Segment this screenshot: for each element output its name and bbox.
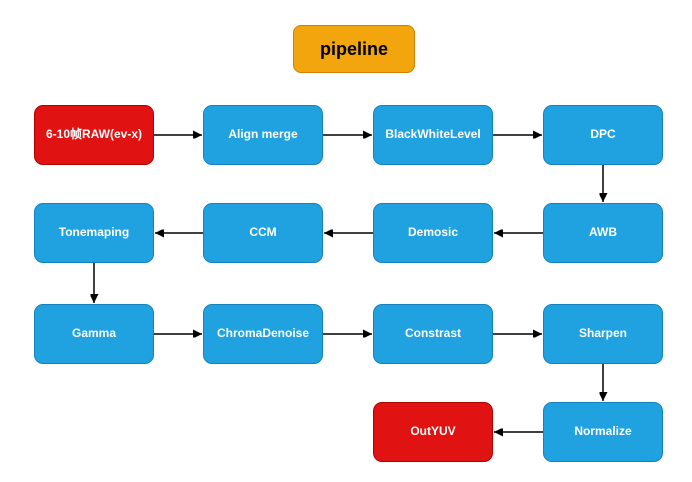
node-ccm-label: CCM <box>249 225 277 240</box>
node-constrast-label: Constrast <box>404 326 461 341</box>
node-awb: AWB <box>543 203 663 263</box>
node-constrast: Constrast <box>373 304 493 364</box>
node-align-merge: Align merge <box>203 105 323 165</box>
node-normalize-label: Normalize <box>574 424 632 439</box>
node-input-raw-label: 6-10帧RAW(ev-x) <box>45 127 143 142</box>
node-awb-label: AWB <box>589 225 617 240</box>
node-gamma-label: Gamma <box>71 326 117 341</box>
node-ccm: CCM <box>203 203 323 263</box>
node-gamma: Gamma <box>34 304 154 364</box>
node-demosic: Demosic <box>373 203 493 263</box>
node-sharpen: Sharpen <box>543 304 663 364</box>
node-chroma-denoise: ChromaDenoise <box>203 304 323 364</box>
node-sharpen-label: Sharpen <box>578 326 627 341</box>
node-dpc: DPC <box>543 105 663 165</box>
node-demosic-label: Demosic <box>407 225 459 240</box>
diagram-title: pipeline <box>293 25 415 73</box>
node-chroma-denoise-label: ChromaDenoise <box>216 326 310 341</box>
node-align-merge-label: Align merge <box>228 127 298 142</box>
node-outyuv: OutYUV <box>373 402 493 462</box>
diagram-title-label: pipeline <box>319 38 388 59</box>
node-input-raw: 6-10帧RAW(ev-x) <box>34 105 154 165</box>
node-black-white-level-label: BlackWhiteLevel <box>385 127 481 142</box>
node-black-white-level: BlackWhiteLevel <box>373 105 493 165</box>
node-dpc-label: DPC <box>590 127 616 142</box>
node-tonemaping: Tonemaping <box>34 203 154 263</box>
node-tonemaping-label: Tonemaping <box>58 225 130 240</box>
node-normalize: Normalize <box>543 402 663 462</box>
node-outyuv-label: OutYUV <box>410 424 456 439</box>
